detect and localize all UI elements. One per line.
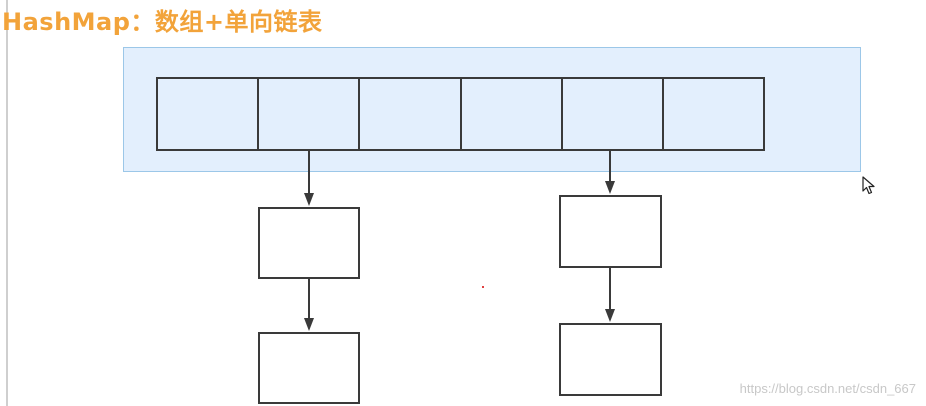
array-cell-1 [259,79,361,149]
list-a-node-1 [258,207,360,279]
array-cell-3 [462,79,563,149]
list-b-node-1 [559,195,662,268]
arrow-node1-to-node2-right [605,268,615,322]
hash-array [156,77,765,151]
array-cell-4 [563,79,664,149]
diagram-title: HashMap：数组+单向链表 [2,8,323,36]
stray-mark [482,286,484,288]
arrow-node1-to-node2 [304,279,314,331]
array-cell-2 [360,79,462,149]
array-cell-5 [664,79,763,149]
list-a-node-2 [258,332,360,404]
watermark-url: https://blog.csdn.net/csdn_667 [739,381,916,396]
array-cell-0 [158,79,260,149]
left-edge-divider [6,0,8,406]
list-b-node-2 [559,323,662,396]
mouse-cursor-icon [862,176,875,195]
left-edge-panel [0,0,12,406]
